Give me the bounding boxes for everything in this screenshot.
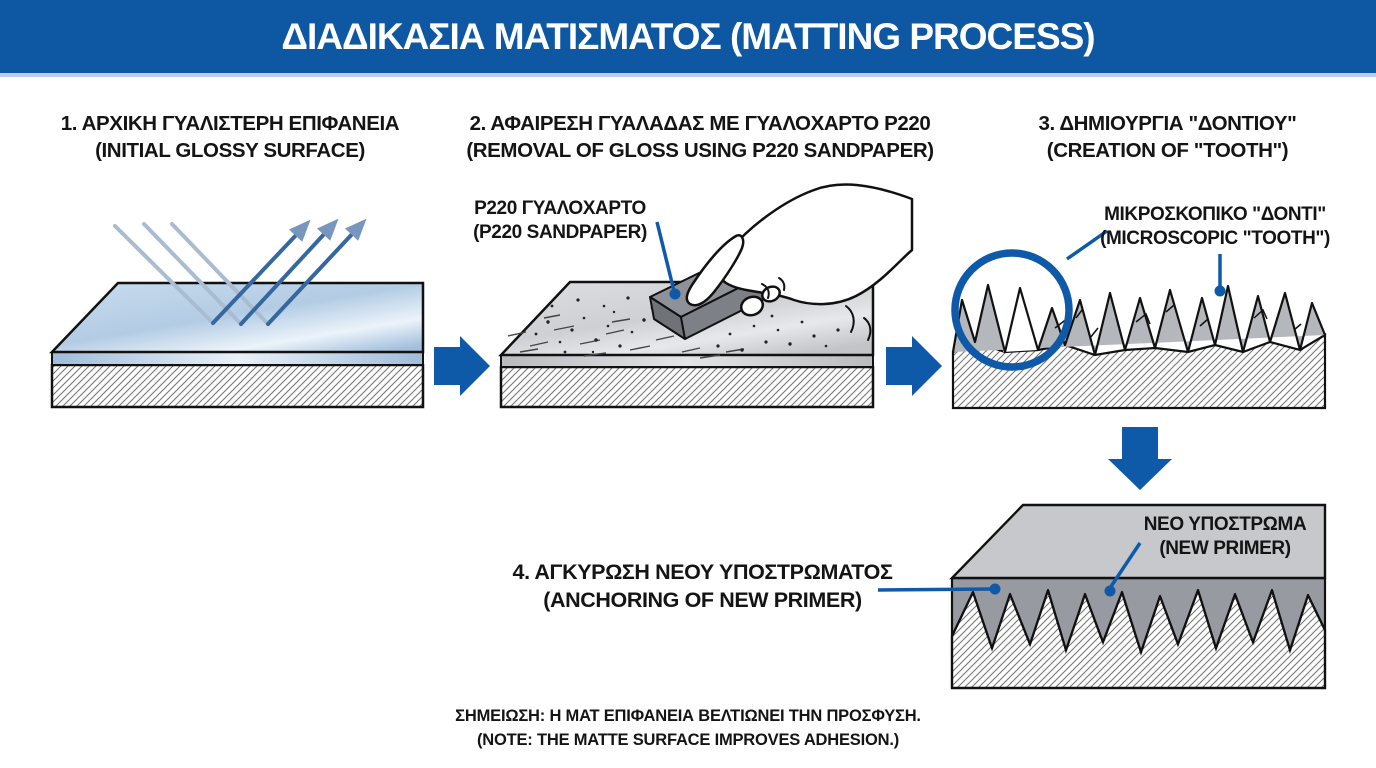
sandpaper-pointer xyxy=(655,221,681,300)
tooth-illustration xyxy=(951,229,1327,410)
step4-title-block: 4. ΑΓΚΥΡΩΣΗ ΝΕΟΥ ΥΠΟΣΤΡΩΜΑΤΟΣ (ANCHORING… xyxy=(490,559,915,615)
primer-top-face xyxy=(949,503,1327,580)
step3-title: 3. ΔΗΜΙΟΥΡΓΙΑ "ΔΟΝΤΙΟΥ" xyxy=(1038,112,1297,135)
sanding-dust xyxy=(534,296,840,354)
light-rays xyxy=(113,218,367,326)
sanding-illustration xyxy=(498,183,914,409)
magnifier-circle-icon xyxy=(951,249,1073,371)
pointer-line xyxy=(655,221,676,292)
glossy-surface-illustration xyxy=(49,218,425,409)
step4-subtitle: (ANCHORING OF NEW PRIMER) xyxy=(543,587,862,612)
sandpaper-callout-line2: (P220 SANDPAPER) xyxy=(473,222,647,244)
substrate-hatch xyxy=(50,363,425,409)
anchoring-pointer xyxy=(877,542,1142,597)
magnified-white-peak xyxy=(1003,288,1037,352)
step4-title: 4. ΑΓΚΥΡΩΣΗ ΝΕΟΥ ΥΠΟΣΤΡΩΜΑΤΟΣ xyxy=(512,560,893,584)
step3-subtitle: (CREATION OF "TOOTH") xyxy=(1046,138,1289,162)
tooth-outline xyxy=(951,283,1327,357)
pointer-dot xyxy=(1214,285,1226,297)
sanding-scratches xyxy=(507,314,745,359)
primer-callout-line2: (NEW PRIMER) xyxy=(1159,538,1291,560)
step1-title: 1. ΑΡΧΙΚΗ ΓΥΑΛΙΣΤΕΡΗ ΕΠΙΦΑΝΕΙΑ xyxy=(60,112,400,135)
reflected-rays xyxy=(211,229,357,326)
sandpaper-callout-line1: P220 ΓΥΑΛΟΧΑΡΤΟ xyxy=(474,198,646,219)
footnote-line1: ΣΗΜΕΙΩΣΗ: Η ΜΑΤ ΕΠΙΦΑΝΕΙΑ ΒΕΛΤΙΩΝΕΙ ΤΗΝ … xyxy=(455,707,921,725)
page-title: ΔΙΑΔΙΚΑΣΙΑ ΜΑΤΙΣΜΑΤΟΣ (MATTING PROCESS) xyxy=(281,15,1095,57)
footnote-line2: (NOTE: THE MATTE SURFACE IMPROVES ADHESI… xyxy=(476,730,900,749)
pointer-dot xyxy=(1104,585,1116,597)
hand xyxy=(685,183,914,341)
index-finger xyxy=(685,234,745,307)
curled-fingertip xyxy=(739,295,765,317)
pointer-dot xyxy=(989,583,1001,595)
step1-subtitle: (INITIAL GLOSSY SURFACE) xyxy=(95,138,365,162)
tooth-pointer xyxy=(1065,229,1226,297)
primer-layer xyxy=(950,576,1327,654)
footnote: ΣΗΜΕΙΩΣΗ: Η ΜΑΤ ΕΠΙΦΑΝΕΙΑ ΒΕΛΤΙΩΝΕΙ ΤΗΝ … xyxy=(288,705,1088,753)
primer-illustration xyxy=(877,503,1327,690)
pointer-dot xyxy=(669,288,681,300)
step2-subtitle: (REMOVAL OF GLOSS USING P220 SANDPAPER) xyxy=(466,138,934,162)
arrow-right-icon xyxy=(886,336,942,396)
substrate-hatch xyxy=(499,365,875,409)
incident-rays xyxy=(113,222,270,326)
gloss-edge-layer xyxy=(51,351,424,366)
pointer-line xyxy=(1065,229,1109,261)
pointer-line xyxy=(1108,542,1142,589)
matte-edge-layer xyxy=(500,354,874,368)
hand-back xyxy=(718,183,914,306)
primer-callout: ΝΕΟ ΥΠΟΣΤΡΩΜΑ (NEW PRIMER) xyxy=(1090,513,1360,562)
tooth-callout: ΜΙΚΡΟΣΚΟΠΙΚΟ "ΔΟΝΤΙ" (MICROSCOPIC "TOOTH… xyxy=(1055,203,1375,252)
gloss-top-face xyxy=(49,281,425,354)
step3-title-block: 3. ΔΗΜΙΟΥΡΓΙΑ "ΔΟΝΤΙΟΥ" (CREATION OF "TO… xyxy=(965,111,1370,164)
reflected-ray-arrowheads xyxy=(289,218,367,242)
tooth-callout-line2: (MICROSCOPIC "TOOTH") xyxy=(1100,228,1330,250)
arrow-right-icon xyxy=(434,336,490,396)
primer-callout-line1: ΝΕΟ ΥΠΟΣΤΡΩΜΑ xyxy=(1143,514,1307,535)
step2-title: 2. ΑΦΑΙΡΕΣΗ ΓΥΑΛΑΔΑΣ ΜΕ ΓΥΑΛΟΧΑΡΤΟ P220 xyxy=(469,112,931,135)
header-bar: ΔΙΑΔΙΚΑΣΙΑ ΜΑΤΙΣΜΑΤΟΣ (MATTING PROCESS) xyxy=(0,0,1376,77)
step1-title-block: 1. ΑΡΧΙΚΗ ΓΥΑΛΙΣΤΕΡΗ ΕΠΙΦΑΝΕΙΑ (INITIAL … xyxy=(20,111,440,164)
arrow-down-icon xyxy=(1108,427,1172,490)
sandpaper-callout: P220 ΓΥΑΛΟΧΑΡΤΟ (P220 SANDPAPER) xyxy=(455,197,665,246)
knuckle-creases xyxy=(761,277,872,341)
pointer-line xyxy=(877,587,996,592)
tooth-callout-line1: ΜΙΚΡΟΣΚΟΠΙΚΟ "ΔΟΝΤΙ" xyxy=(1104,204,1326,225)
step2-title-block: 2. ΑΦΑΙΡΕΣΗ ΓΥΑΛΑΔΑΣ ΜΕ ΓΥΑΛΟΧΑΡΤΟ P220 … xyxy=(450,111,950,164)
